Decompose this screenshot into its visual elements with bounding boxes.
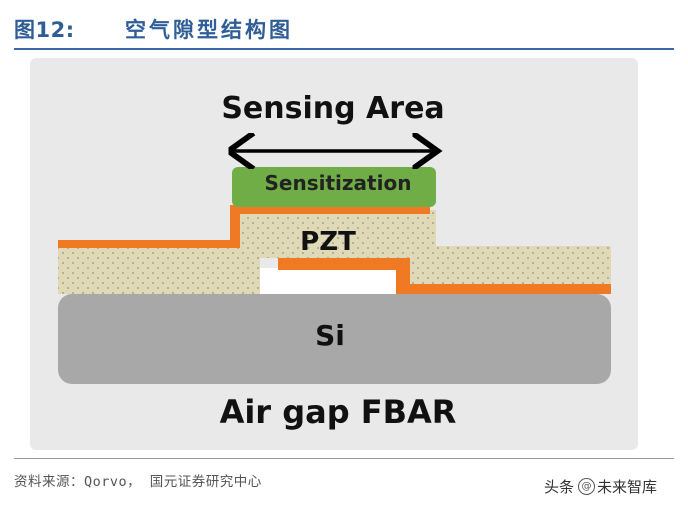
pzt-label: PZT	[300, 227, 356, 257]
pzt-layer	[58, 210, 611, 294]
source-note: 资料来源：Qorvo， 国元证券研究中心	[14, 474, 262, 490]
si-label: Si	[315, 319, 345, 352]
sensitization-label: Sensitization	[265, 171, 412, 195]
watermark-prefix: 头条	[544, 478, 575, 496]
figure-number: 图12:	[14, 18, 75, 42]
watermark-name: 未来智库	[597, 478, 658, 496]
top-electrode	[58, 205, 430, 248]
watermark: 头条 @ 未来智库	[544, 476, 657, 497]
bottom-electrode	[278, 258, 611, 294]
sensitization-layer	[232, 167, 436, 207]
air-gap	[260, 268, 396, 294]
header-divider	[14, 48, 674, 50]
diagram-caption: Air gap FBAR	[220, 393, 457, 431]
figure-header: 图12: 空气隙型结构图	[0, 0, 688, 48]
figure-title: 空气隙型结构图	[125, 18, 293, 42]
at-icon: @	[578, 478, 596, 495]
footer-divider	[14, 458, 674, 459]
sensing-area-label: Sensing Area	[221, 91, 444, 126]
si-substrate	[58, 294, 611, 384]
